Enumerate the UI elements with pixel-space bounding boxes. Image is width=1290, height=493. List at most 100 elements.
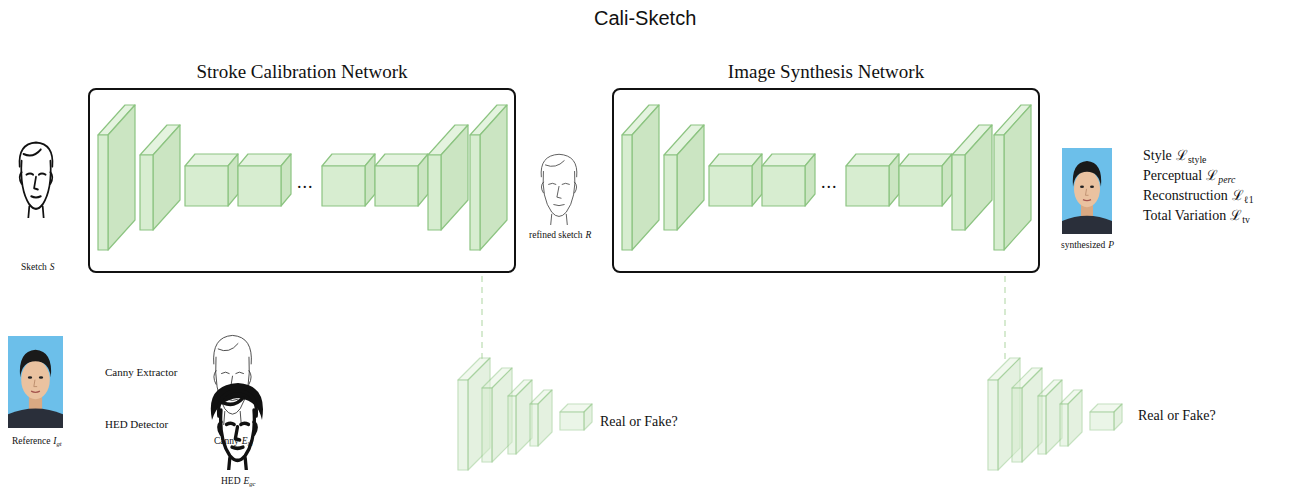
label-text: synthesized xyxy=(1061,240,1105,250)
label-text: ℒ xyxy=(1176,148,1188,163)
label-text: ℒ xyxy=(1232,188,1244,203)
label-group: Total Variation ℒtv xyxy=(1143,206,1250,229)
label-text: Perceptual xyxy=(1143,168,1202,183)
label-group: HED Detector xyxy=(105,418,168,430)
layer-face xyxy=(1114,404,1122,430)
layer-face xyxy=(508,396,516,454)
layer-face xyxy=(752,154,762,206)
diagram-title: Cali-Sketch xyxy=(594,7,696,30)
label-group: Styleℒstyle xyxy=(1143,146,1206,169)
layer-face xyxy=(418,154,428,206)
label-text: ℓ1 xyxy=(1244,194,1254,205)
label-group: ... xyxy=(297,172,314,193)
dashed-line xyxy=(481,276,483,360)
layer-face xyxy=(762,166,805,206)
label-text: ℒ xyxy=(1206,168,1218,183)
layer-face xyxy=(482,388,492,462)
label-text: Real or Fake? xyxy=(1138,408,1216,423)
layer-face xyxy=(899,166,942,206)
layer-face xyxy=(322,166,365,206)
layer-face xyxy=(365,154,375,206)
layer-face xyxy=(1090,412,1114,430)
label-text: S xyxy=(50,262,55,272)
layer-face xyxy=(952,155,965,230)
label-text: ... xyxy=(821,172,838,192)
network-heading: Stroke Calibration Network xyxy=(90,61,514,83)
layer-face xyxy=(677,125,704,230)
layer-face xyxy=(281,154,291,206)
layer-face xyxy=(805,154,815,206)
label-group: Real or Fake? xyxy=(1138,408,1216,424)
label-group: Perceptual ℒperc xyxy=(1143,166,1235,189)
label-text: P xyxy=(1108,240,1114,250)
label-text: Canny xyxy=(214,436,239,446)
label-text: E xyxy=(243,476,249,486)
label-group: Canny Extractor xyxy=(105,366,177,378)
label-text: R xyxy=(585,230,591,240)
layer-face xyxy=(664,155,677,230)
layer-face xyxy=(98,135,108,250)
hed-image xyxy=(211,383,263,470)
layer-face xyxy=(709,166,752,206)
layer-face xyxy=(470,135,480,250)
layer-face xyxy=(1038,396,1046,454)
label-text: Total Variation xyxy=(1143,208,1226,223)
label-text: HED Detector xyxy=(105,418,168,430)
label-text: gt xyxy=(57,440,62,447)
layer-face xyxy=(889,154,899,206)
label-group: ReferenceIgt xyxy=(12,436,62,447)
label-text: perc xyxy=(1218,174,1235,185)
label-text: I xyxy=(53,436,56,446)
layer-face xyxy=(942,154,952,206)
sketch-image xyxy=(19,143,52,218)
layer-face xyxy=(185,166,228,206)
layer-face xyxy=(584,404,592,430)
label-text: Canny Extractor xyxy=(105,366,177,378)
label-group: CannyEld xyxy=(214,436,253,447)
layer-face xyxy=(238,166,281,206)
label-group: Real or Fake? xyxy=(600,414,678,430)
dashed-line xyxy=(1004,276,1006,360)
label-group: synthesizedP xyxy=(1061,240,1114,250)
refined-sketch-image xyxy=(541,154,577,225)
label-group: SketchS xyxy=(21,262,54,272)
title-text: Cali-Sketch xyxy=(594,7,696,29)
label-text: ... xyxy=(297,172,314,192)
layer-face xyxy=(538,390,552,446)
layer-face xyxy=(441,125,468,230)
layer-face xyxy=(846,166,889,206)
label-text: Real or Fake? xyxy=(600,414,678,429)
layer-face xyxy=(965,125,992,230)
label-text: refined sketch xyxy=(529,230,583,240)
label-text: HED xyxy=(221,476,241,486)
layer-face xyxy=(1068,390,1082,446)
layer-face xyxy=(428,155,441,230)
layer-face xyxy=(1012,388,1022,462)
layer-face xyxy=(560,412,584,430)
label-text: ℒ xyxy=(1230,208,1242,223)
layer-face xyxy=(530,404,538,446)
layer-face xyxy=(140,155,153,230)
layer-face xyxy=(228,154,238,206)
layer-face xyxy=(632,105,659,250)
label-group: refined sketchR xyxy=(529,230,591,240)
layer-face xyxy=(622,135,632,250)
label-text: Reference xyxy=(12,436,51,446)
layer-face xyxy=(480,105,507,250)
label-text: E xyxy=(242,436,248,446)
label-group: HEDEgc xyxy=(221,476,255,487)
label-text: gc xyxy=(249,480,255,487)
layer-face xyxy=(988,380,998,470)
layer-face xyxy=(108,105,135,250)
layer-face xyxy=(994,135,1004,250)
layer-face xyxy=(153,125,180,230)
layer-face xyxy=(375,166,418,206)
label-text: tv xyxy=(1242,214,1250,225)
layer-face xyxy=(1004,105,1031,250)
label-group: Reconstruction ℒℓ1 xyxy=(1143,186,1254,209)
reference-photo xyxy=(8,336,63,428)
label-text: Reconstruction xyxy=(1143,188,1228,203)
label-group: ... xyxy=(821,172,838,193)
label-text: Style xyxy=(1143,148,1172,163)
label-text: ld xyxy=(247,440,252,447)
